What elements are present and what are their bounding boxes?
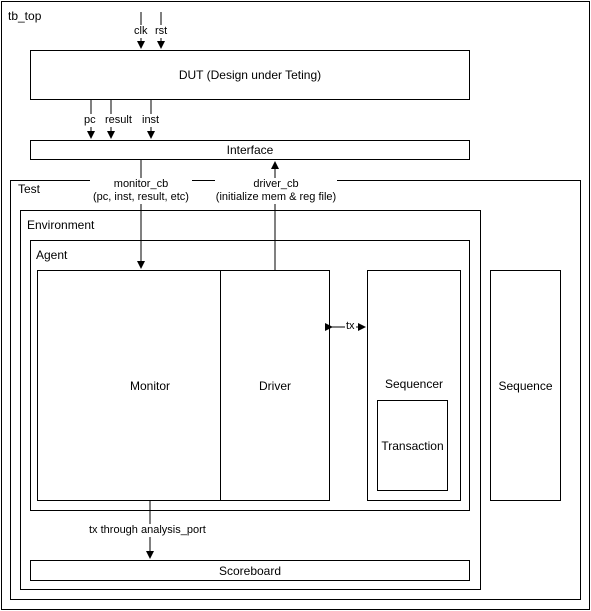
agent-label: Agent bbox=[36, 248, 68, 262]
monitor-cb-line1: monitor_cb bbox=[113, 178, 169, 190]
monitor-cb-line2: (pc, inst, result, etc) bbox=[93, 191, 189, 203]
driver-label: Driver bbox=[259, 378, 291, 393]
interface-block: Interface bbox=[30, 140, 470, 160]
interface-label: Interface bbox=[226, 143, 274, 157]
scoreboard-block: Scoreboard bbox=[30, 560, 470, 581]
dut-label: DUT (Design under Teting) bbox=[178, 68, 322, 82]
sequencer-label: Sequencer bbox=[384, 377, 444, 391]
result-label: result bbox=[105, 114, 132, 127]
sequence-block: Sequence bbox=[490, 270, 561, 501]
clk-label: clk bbox=[134, 25, 148, 38]
test-label: Test bbox=[18, 182, 41, 196]
analysis-port-label: tx through analysis_port bbox=[89, 524, 206, 537]
scoreboard-label: Scoreboard bbox=[218, 563, 282, 578]
sequence-label: Sequence bbox=[498, 378, 553, 393]
driver-cb-line2: (initialize mem & reg file) bbox=[215, 191, 337, 203]
driver-cb-label: driver_cb (initialize mem & reg file) bbox=[215, 178, 337, 204]
driver-block: Driver bbox=[220, 270, 330, 501]
environment-label: Environment bbox=[27, 218, 95, 232]
tx-label: tx bbox=[345, 320, 356, 333]
transaction-label: Transaction bbox=[381, 438, 444, 453]
transaction-block: Transaction bbox=[377, 400, 448, 491]
rst-label: rst bbox=[155, 25, 168, 38]
monitor-cb-label: monitor_cb (pc, inst, result, etc) bbox=[90, 178, 192, 204]
driver-cb-line1: driver_cb bbox=[253, 178, 299, 190]
inst-label: inst bbox=[142, 114, 160, 127]
monitor-label: Monitor bbox=[129, 378, 170, 393]
pc-label: pc bbox=[84, 114, 96, 127]
tb-top-label: tb_top bbox=[8, 9, 42, 23]
dut-block: DUT (Design under Teting) bbox=[30, 50, 470, 100]
